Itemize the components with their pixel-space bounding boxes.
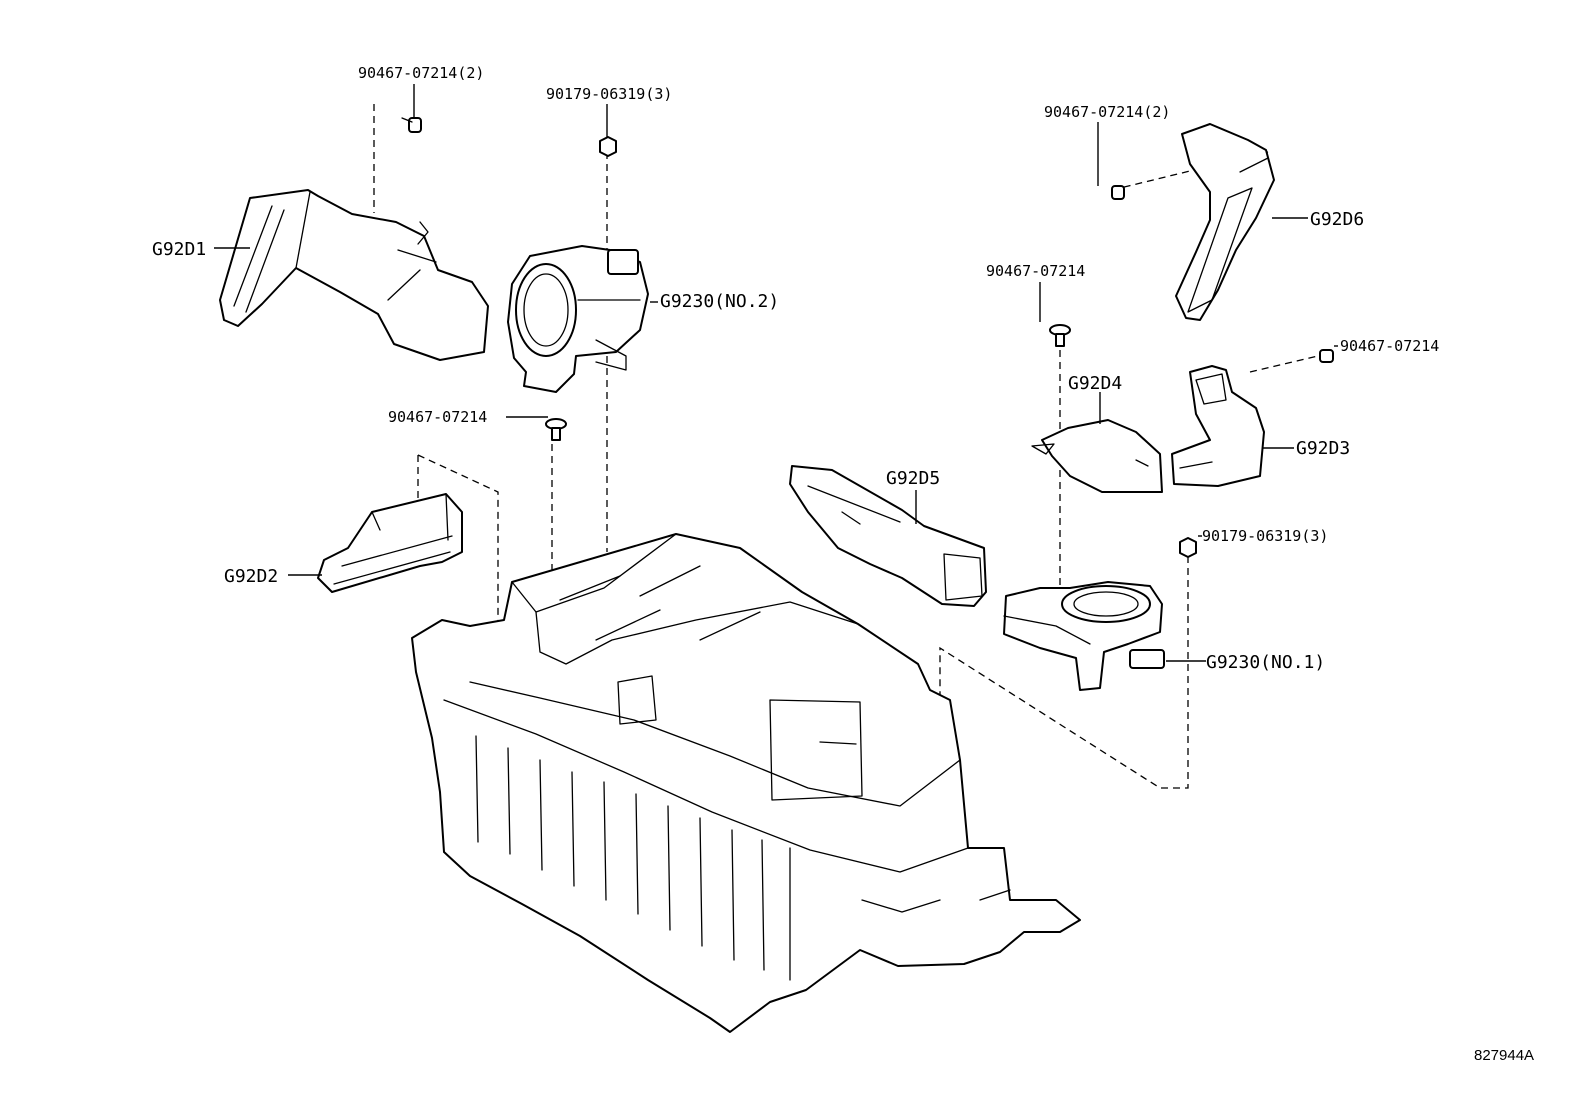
label-bolt-top-right: 90467-07214(2) — [1044, 103, 1170, 121]
duct-g92d6-shape — [1175, 123, 1275, 321]
blower-no1-shape — [1003, 581, 1165, 691]
battery-frame-shape — [411, 533, 1081, 1033]
label-duct-g92d4: G92D4 — [1068, 373, 1122, 394]
label-duct-g92d5: G92D5 — [886, 468, 940, 489]
label-duct-g92d1: G92D1 — [152, 239, 206, 260]
nut-top-center-icon — [599, 136, 617, 157]
bolt-top-left-icon — [401, 117, 422, 133]
label-duct-g92d3: G92D3 — [1296, 438, 1350, 459]
label-blower-no1: G9230(NO.1) — [1206, 652, 1325, 673]
label-nut-right: 90179-06319(3) — [1202, 527, 1328, 545]
duct-g92d5-shape — [789, 465, 987, 607]
reference-code: 827944A — [1474, 1047, 1534, 1064]
clip-right-edge-icon — [1319, 349, 1334, 363]
duct-g92d3-shape — [1171, 365, 1265, 487]
nut-right-icon — [1179, 537, 1197, 558]
label-clip-right-edge: 90467-07214 — [1340, 337, 1439, 355]
duct-g92d1-shape — [219, 189, 489, 361]
bolt-top-right-icon — [1111, 185, 1125, 200]
label-duct-g92d6: G92D6 — [1310, 209, 1364, 230]
clip-mid-left-icon — [545, 418, 567, 441]
blower-no2-shape — [507, 245, 649, 393]
label-nut-top-center: 90179-06319(3) — [546, 85, 672, 103]
label-blower-no2: G9230(NO.2) — [660, 291, 779, 312]
label-clip-mid-right: 90467-07214 — [986, 262, 1085, 280]
duct-g92d2-shape — [317, 493, 463, 593]
label-clip-mid-left: 90467-07214 — [388, 408, 487, 426]
leader-lines — [214, 84, 1338, 662]
duct-g92d4-shape — [1031, 419, 1163, 493]
label-bolt-top-left: 90467-07214(2) — [358, 64, 484, 82]
clip-mid-right-icon — [1049, 324, 1071, 347]
label-duct-g92d2: G92D2 — [224, 566, 278, 587]
